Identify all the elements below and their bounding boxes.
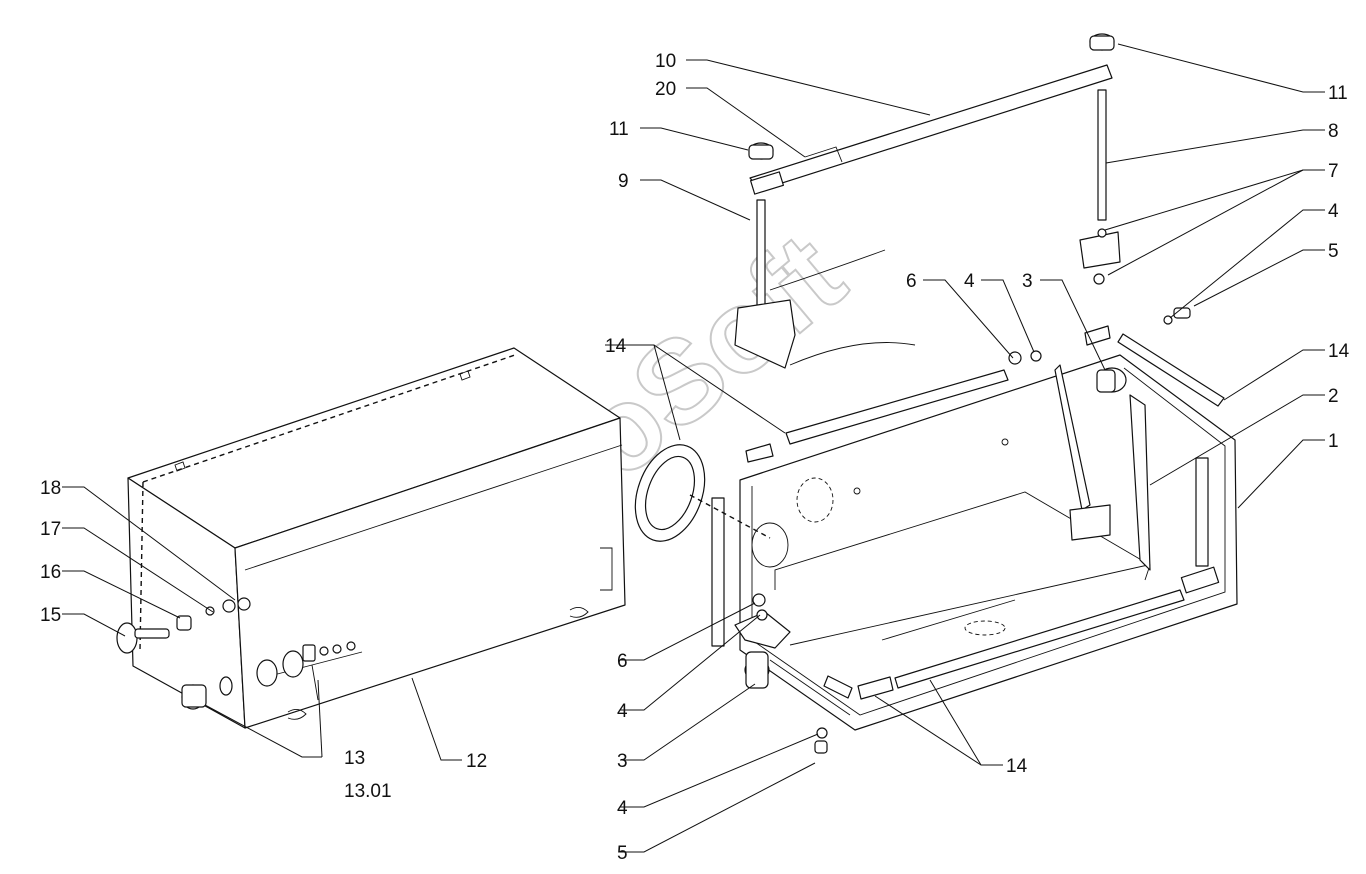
label-8: 8 xyxy=(1328,121,1339,142)
label-20: 20 xyxy=(655,79,676,100)
upright-part-2 xyxy=(1054,364,1151,571)
label-15: 15 xyxy=(40,605,61,626)
label-12: 12 xyxy=(466,751,487,772)
bracket-parts-8-9-10-11-20 xyxy=(734,33,1121,369)
fasteners-parts-4-5-6 xyxy=(752,307,1191,754)
label-14-bottom: 14 xyxy=(1006,756,1028,777)
tubes-part-14 xyxy=(634,325,1225,700)
label-5-right: 5 xyxy=(1328,241,1339,262)
label-4-lowest: 4 xyxy=(617,798,628,819)
label-11-right: 11 xyxy=(1328,83,1348,104)
label-2: 2 xyxy=(1328,386,1339,407)
part-number-labels: 10 20 11 9 11 8 7 4 5 6 4 3 14 14 2 1 18… xyxy=(40,51,1350,864)
label-16: 16 xyxy=(40,562,61,583)
label-6-top: 6 xyxy=(906,271,917,292)
label-13-01: 13.01 xyxy=(344,781,392,802)
label-11: 11 xyxy=(609,119,629,140)
label-1: 1 xyxy=(1328,431,1339,452)
label-7: 7 xyxy=(1328,161,1339,182)
label-5-bottom: 5 xyxy=(617,843,628,864)
label-14-gasket: 14 xyxy=(605,336,627,357)
label-3-bottom: 3 xyxy=(617,751,628,772)
label-14-right: 14 xyxy=(1328,341,1350,362)
label-3-top: 3 xyxy=(1022,271,1033,292)
leader-lines xyxy=(62,43,1325,853)
label-18: 18 xyxy=(40,478,61,499)
label-4-top: 4 xyxy=(964,271,975,292)
label-17: 17 xyxy=(40,519,61,540)
label-6-bottom: 6 xyxy=(617,651,628,672)
label-9: 9 xyxy=(618,171,629,192)
label-10: 10 xyxy=(655,51,676,72)
frame-part-1 xyxy=(739,354,1238,731)
label-13: 13 xyxy=(344,748,365,769)
label-4-bottom: 4 xyxy=(617,701,628,722)
cover-part-12 xyxy=(127,347,626,729)
label-4-right: 4 xyxy=(1328,201,1339,222)
small-fittings-left xyxy=(116,597,356,710)
